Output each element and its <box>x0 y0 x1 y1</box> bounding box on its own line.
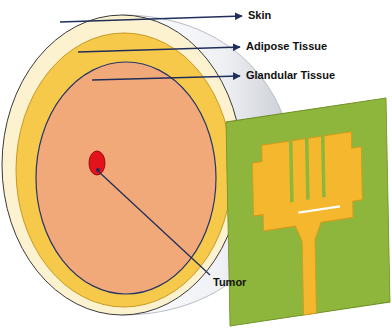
patch-antenna <box>226 98 390 326</box>
leader-line <box>60 16 242 22</box>
leader-line <box>78 47 240 52</box>
leader-line <box>92 76 240 80</box>
leader-dot <box>96 168 100 172</box>
skin-layer <box>2 15 242 315</box>
slot <box>321 136 326 198</box>
callout-label: Adipose Tissue <box>246 40 327 53</box>
slot <box>305 138 310 200</box>
tumor <box>89 151 105 175</box>
leader-line <box>99 172 210 275</box>
slot <box>298 205 340 214</box>
slot <box>289 141 294 203</box>
glandular-layer <box>36 62 216 294</box>
callout-label: Tumor <box>213 276 246 289</box>
adipose-layer <box>16 33 232 307</box>
radiating-patch <box>252 130 364 322</box>
callout-label: Glandular Tissue <box>246 69 335 82</box>
callout-label: Skin <box>248 9 271 22</box>
substrate <box>226 98 390 326</box>
